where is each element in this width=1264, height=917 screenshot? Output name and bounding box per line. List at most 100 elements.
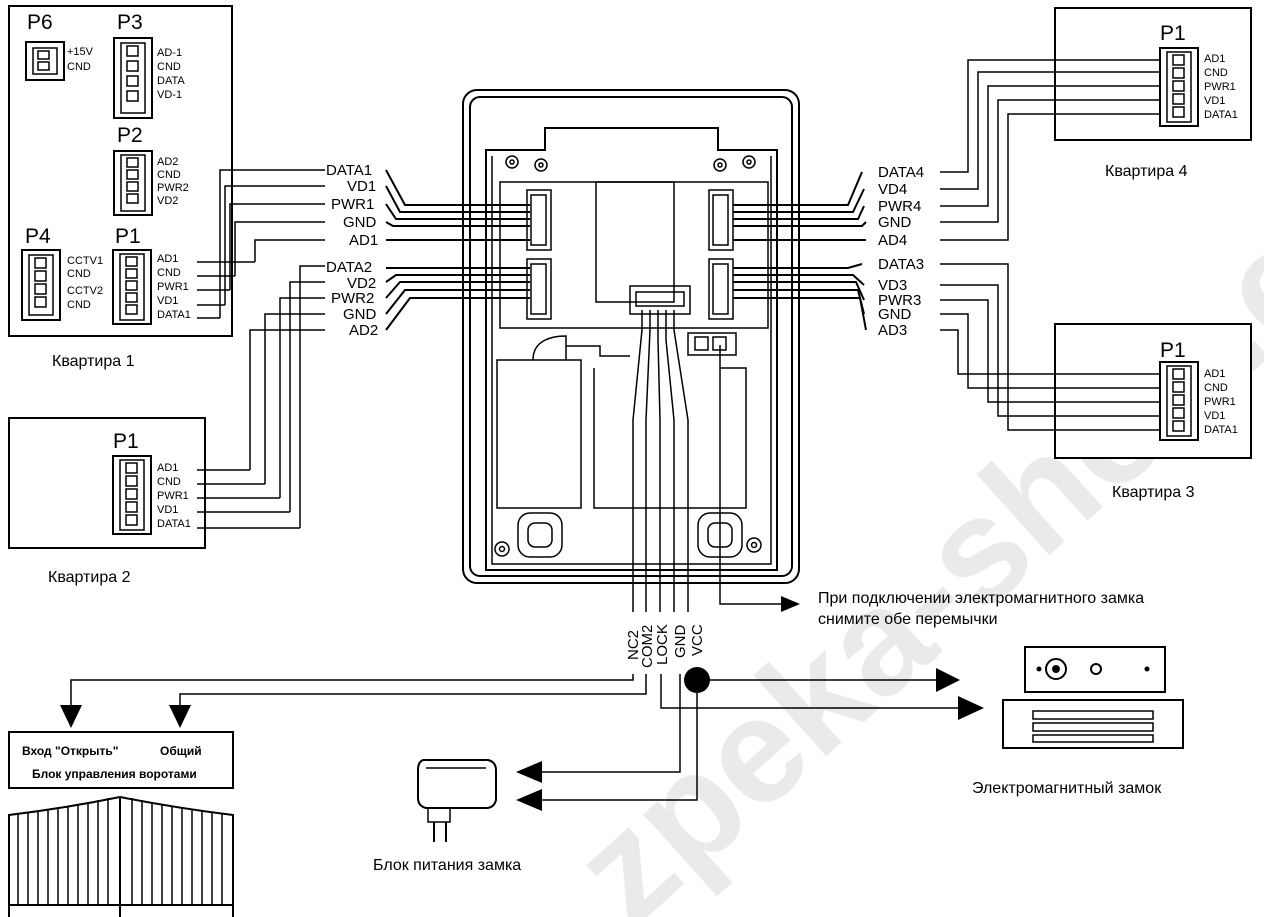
maglock-caption: Электромагнитный замок bbox=[972, 780, 1162, 797]
p4-pin-1: CCTV1 bbox=[67, 255, 103, 267]
a3-p1-pin-3: PWR1 bbox=[1204, 396, 1236, 408]
apartment-4-caption: Квартира 4 bbox=[1105, 163, 1188, 180]
apartment-2-monitor: P1 AD1 CND PWR1 VD1 DATA1 bbox=[8, 417, 206, 549]
gate-icon bbox=[8, 795, 234, 917]
gate-controller: Вход "Открыть" Общий Блок управления вор… bbox=[8, 731, 234, 789]
terminal-com2: COM2 bbox=[639, 625, 656, 668]
gate-controller-label: Блок управления воротами bbox=[32, 767, 197, 781]
signal-data1: DATA1 bbox=[326, 162, 372, 179]
maglock-body bbox=[1002, 699, 1184, 749]
a2-p1-pin-1: AD1 bbox=[157, 462, 178, 474]
a4-p1-pin-2: CND bbox=[1204, 67, 1228, 79]
a1-p1-pin-4: VD1 bbox=[157, 295, 178, 307]
apartment-4-monitor: P1 AD1 CND PWR1 VD1 DATA1 bbox=[1054, 7, 1252, 141]
a2-p1-connector bbox=[112, 455, 152, 535]
p4-title: P4 bbox=[25, 225, 51, 248]
wires-left-group-2 bbox=[197, 265, 530, 529]
signal-data2: DATA2 bbox=[326, 259, 372, 276]
wires-right-group-4 bbox=[733, 59, 1160, 241]
signal-ad2: AD2 bbox=[349, 322, 378, 339]
signal-vd1: VD1 bbox=[347, 178, 376, 195]
p4-pin-4: CND bbox=[67, 299, 91, 311]
signal-vd3: VD3 bbox=[878, 277, 907, 294]
maglock-armature bbox=[1024, 646, 1166, 693]
a2-p1-pin-3: PWR1 bbox=[157, 490, 189, 502]
p4-pin-2: CND bbox=[67, 268, 91, 280]
p4-connector bbox=[21, 249, 61, 321]
a1-p1-connector bbox=[112, 249, 152, 325]
apartment-3-caption: Квартира 3 bbox=[1112, 484, 1195, 501]
p3-pin-1: AD-1 bbox=[157, 47, 182, 59]
signal-data4: DATA4 bbox=[878, 164, 924, 181]
a4-p1-connector bbox=[1159, 47, 1199, 127]
signal-pwr2: PWR2 bbox=[331, 290, 374, 307]
a3-p1-pin-1: AD1 bbox=[1204, 368, 1225, 380]
signal-ad1: AD1 bbox=[349, 232, 378, 249]
a1-p1-title: P1 bbox=[115, 225, 141, 248]
p2-pin-3: PWR2 bbox=[157, 182, 189, 194]
a1-p1-pin-1: AD1 bbox=[157, 253, 178, 265]
signal-data3: DATA3 bbox=[878, 256, 924, 273]
p2-connector bbox=[113, 150, 153, 216]
a4-p1-pin-1: AD1 bbox=[1204, 53, 1225, 65]
a3-p1-pin-2: CND bbox=[1204, 382, 1228, 394]
wires-left-group-1 bbox=[197, 169, 530, 319]
apartment-3-monitor: P1 AD1 CND PWR1 VD1 DATA1 bbox=[1054, 323, 1252, 459]
p3-title: P3 bbox=[117, 11, 143, 34]
signal-gnd-2: GND bbox=[343, 306, 377, 323]
a2-p1-pin-4: VD1 bbox=[157, 504, 178, 516]
p2-pin-2: CND bbox=[157, 169, 181, 181]
bottom-wires bbox=[60, 310, 984, 811]
p6-connector bbox=[25, 41, 65, 81]
p3-pin-3: DATA bbox=[157, 75, 185, 87]
terminal-gnd: GND bbox=[672, 625, 689, 659]
p2-pin-4: VD2 bbox=[157, 195, 178, 207]
a1-p1-pin-2: CND bbox=[157, 267, 181, 279]
signal-pwr4: PWR4 bbox=[878, 198, 921, 215]
signal-ad3: AD3 bbox=[878, 322, 907, 339]
p3-pin-4: VD-1 bbox=[157, 89, 182, 101]
a3-p1-pin-4: VD1 bbox=[1204, 410, 1225, 422]
a2-p1-pin-2: CND bbox=[157, 476, 181, 488]
apartment-1-monitor: P6 +15V CND P3 AD-1 CND DATA VD-1 P2 bbox=[8, 5, 233, 337]
signal-gnd-1: GND bbox=[343, 214, 377, 231]
signal-pwr3: PWR3 bbox=[878, 292, 921, 309]
jumper-note-line-2: снимите обе перемычки bbox=[818, 611, 998, 628]
a1-p1-pin-3: PWR1 bbox=[157, 281, 189, 293]
a4-p1-pin-4: VD1 bbox=[1204, 95, 1225, 107]
terminal-vcc: VCC bbox=[689, 624, 706, 656]
p3-pin-2: CND bbox=[157, 61, 181, 73]
signal-ad4: AD4 bbox=[878, 232, 907, 249]
power-adapter-icon bbox=[417, 759, 497, 842]
a2-p1-pin-5: DATA1 bbox=[157, 518, 191, 530]
gate-common-label: Общий bbox=[160, 744, 202, 758]
a4-p1-title: P1 bbox=[1160, 22, 1186, 45]
p6-pin-2: CND bbox=[67, 61, 91, 73]
terminal-lock: LOCK bbox=[654, 624, 671, 665]
p6-pin-1: +15V bbox=[67, 46, 94, 58]
a1-p1-pin-5: DATA1 bbox=[157, 309, 191, 321]
a3-p1-pin-5: DATA1 bbox=[1204, 424, 1238, 436]
a3-p1-title: P1 bbox=[1160, 339, 1186, 362]
p2-pin-1: AD2 bbox=[157, 156, 178, 168]
lock-power-caption: Блок питания замка bbox=[373, 857, 521, 874]
a4-p1-pin-3: PWR1 bbox=[1204, 81, 1236, 93]
p2-title: P2 bbox=[117, 124, 143, 147]
p4-pin-3: CCTV2 bbox=[67, 285, 103, 297]
gate-input-label: Вход "Открыть" bbox=[22, 744, 118, 758]
a3-p1-connector bbox=[1159, 361, 1199, 441]
signal-gnd-4: GND bbox=[878, 214, 912, 231]
outdoor-panel bbox=[462, 89, 800, 584]
signal-pwr1: PWR1 bbox=[331, 196, 374, 213]
wires-right-group-3 bbox=[733, 263, 1160, 431]
p3-connector bbox=[113, 37, 153, 119]
p6-title: P6 bbox=[27, 11, 53, 34]
signal-vd2: VD2 bbox=[347, 275, 376, 292]
a4-p1-pin-5: DATA1 bbox=[1204, 109, 1238, 121]
apartment-2-caption: Квартира 2 bbox=[48, 569, 131, 586]
signal-gnd-3: GND bbox=[878, 306, 912, 323]
signal-vd4: VD4 bbox=[878, 181, 907, 198]
jumper-note-line-1: При подключении электромагнитного замка bbox=[818, 590, 1144, 607]
a2-p1-title: P1 bbox=[113, 430, 139, 453]
